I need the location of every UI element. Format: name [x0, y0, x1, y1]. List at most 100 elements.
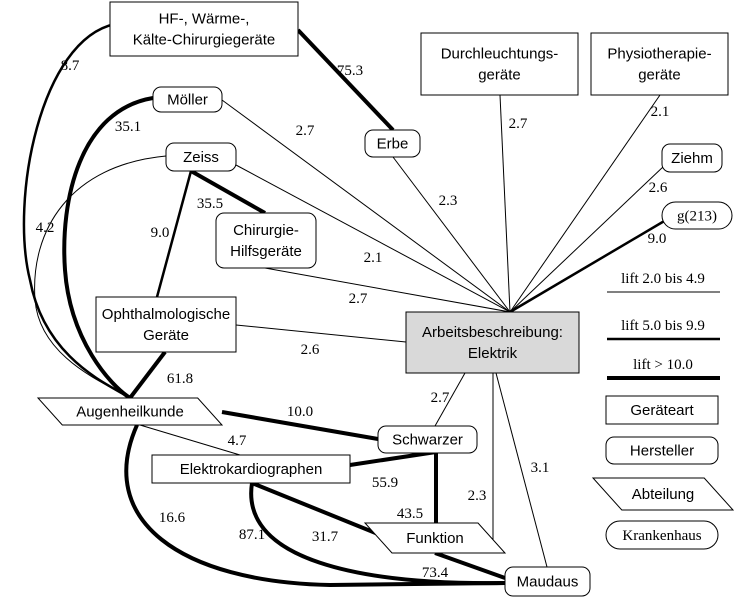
- edge-augen-maudaus: [124, 424, 506, 588]
- edge-g213-arb: [509, 218, 667, 314]
- node-shape-hersteller: [215, 212, 317, 269]
- edge-lift-label: 2.7: [509, 116, 528, 132]
- node-durch[interactable]: Durchleuchtungs-geräte: [420, 32, 579, 96]
- edge-lift-label: 87.1: [239, 527, 265, 543]
- node-ziehm[interactable]: Ziehm: [661, 143, 723, 173]
- edge-lift-label: 2.1: [364, 250, 383, 266]
- node-label: Erbe: [377, 136, 409, 153]
- node-shape-krankenhaus: [661, 201, 733, 230]
- edge-lift-label: 4.7: [228, 433, 247, 449]
- edge-lift-label: 2.7: [296, 123, 315, 139]
- legend-shape-label: Krankenhaus: [622, 528, 701, 544]
- edge-lift-label: 35.1: [115, 119, 141, 135]
- node-maudaus[interactable]: Maudaus: [504, 566, 591, 597]
- node-hf[interactable]: HF-, Wärme-,Kälte-Chirurgiegeräte: [109, 1, 299, 57]
- node-label: Ophthalmologische: [102, 306, 230, 323]
- node-label: Augenheilkunde: [76, 404, 184, 421]
- node-shape-abteilung: [363, 522, 507, 554]
- edge-hf-erbe: [296, 28, 395, 132]
- edge-lift-label: 35.5: [197, 196, 223, 212]
- edge-lift-label: 73.4: [422, 565, 449, 581]
- edge-ziehm-arb: [509, 165, 665, 313]
- legend-shape-abteilung: [591, 477, 734, 511]
- edge-lift-label: 9.0: [648, 231, 667, 247]
- node-shape-focus: [405, 311, 580, 374]
- node-label: Geräte: [143, 327, 189, 344]
- legend-line-label: lift 5.0 bis 9.9: [621, 318, 705, 334]
- node-moeller[interactable]: Möller: [152, 86, 223, 113]
- node-g213[interactable]: g(213): [661, 201, 733, 230]
- edge-lift-label: 75.3: [337, 63, 363, 79]
- node-chir[interactable]: Chirurgie- Hilfsgeräte: [215, 212, 317, 269]
- node-label: Schwarzer: [392, 432, 463, 449]
- legend-shape-label: Abteilung: [632, 486, 695, 503]
- edge-lift-label: 2.7: [349, 291, 368, 307]
- node-label: Chirurgie-: [233, 222, 299, 239]
- edge-ophth-arb: [235, 324, 407, 343]
- node-label: Elektrik: [468, 345, 518, 362]
- node-shape-hersteller: [152, 86, 223, 113]
- node-shape-geräteart: [420, 32, 579, 96]
- edge-lift-label: 2.3: [468, 488, 487, 504]
- node-shape-hersteller: [377, 425, 478, 454]
- edge-augen-ekg: [139, 424, 241, 456]
- edge-funktion-maudaus: [434, 551, 506, 580]
- edge-lift-label: 10.0: [287, 404, 313, 420]
- edge-lift-label: 2.3: [439, 193, 458, 209]
- edge-ekg-schwarzer: [349, 450, 437, 467]
- node-label: Arbeitsbeschreibung:: [422, 324, 563, 341]
- legend-shape-hersteller: [605, 436, 719, 465]
- edge-lift-label: 2.7: [431, 390, 450, 406]
- node-arb[interactable]: Arbeitsbeschreibung: Elektrik: [405, 311, 580, 374]
- legend-line-label: lift 2.0 bis 4.9: [621, 271, 705, 287]
- edge-physio-arb: [509, 94, 661, 313]
- edge-augen-schwarzer: [221, 410, 379, 441]
- node-label: Elektrokardiographen: [180, 461, 323, 478]
- node-label: Ziehm: [671, 150, 713, 167]
- node-funktion[interactable]: Funktion: [363, 522, 507, 554]
- edge-chir-arb: [264, 267, 511, 313]
- node-label: Physiotherapie-: [607, 46, 711, 63]
- node-augen[interactable]: Augenheilkunde: [36, 397, 224, 426]
- legend-shape-krankenhaus: [605, 520, 719, 550]
- edge-lift-label: 4.2: [36, 220, 55, 236]
- node-zeiss[interactable]: Zeiss: [165, 142, 237, 172]
- edge-zeiss-chir: [190, 169, 266, 215]
- node-shape-hersteller: [661, 143, 723, 173]
- node-label: Funktion: [406, 530, 464, 547]
- node-schwarzer[interactable]: Schwarzer: [377, 425, 478, 454]
- edge-durch-arb: [499, 94, 511, 313]
- edge-lift-label: 31.7: [312, 529, 339, 545]
- edge-maudaus-arb: [495, 372, 548, 568]
- node-shape-hersteller: [504, 566, 591, 597]
- edge-lift-label: 8.7: [61, 58, 80, 74]
- edges: [22, 22, 667, 588]
- edge-lift-label: 3.1: [531, 460, 550, 476]
- edge-ekg-funktion: [251, 481, 379, 536]
- node-physio[interactable]: Physiotherapie-geräte: [590, 32, 729, 96]
- edge-schwarzer-arb: [434, 372, 466, 427]
- legend-shape-label: Hersteller: [630, 443, 694, 460]
- node-ekg[interactable]: Elektrokardiographen: [151, 454, 351, 484]
- edge-zeiss-ophth: [155, 170, 193, 298]
- edge-lift-label: 16.6: [159, 510, 186, 526]
- edge-lift-label: 9.0: [151, 225, 170, 241]
- node-erbe[interactable]: Erbe: [364, 129, 421, 158]
- node-label: g(213): [677, 209, 717, 225]
- node-label: geräte: [478, 67, 521, 84]
- node-shape-geräteart: [590, 32, 729, 96]
- node-shape-hersteller: [165, 142, 237, 172]
- edge-zeiss-augen: [34, 155, 167, 399]
- node-shape-geräteart: [109, 1, 299, 57]
- node-label: Hilfsgeräte: [230, 243, 302, 260]
- legend-line-label: lift > 10.0: [633, 357, 693, 373]
- edge-hf-augen: [22, 22, 131, 400]
- node-label: geräte: [638, 67, 681, 84]
- edge-labels: 2.72.32.72.12.69.02.12.72.675.38.735.14.…: [36, 58, 670, 581]
- node-shape-hersteller: [364, 129, 421, 158]
- edge-lift-label: 2.6: [301, 342, 320, 358]
- legend: lift 2.0 bis 4.9 lift 5.0 bis 9.9 lift > 1…: [591, 271, 734, 550]
